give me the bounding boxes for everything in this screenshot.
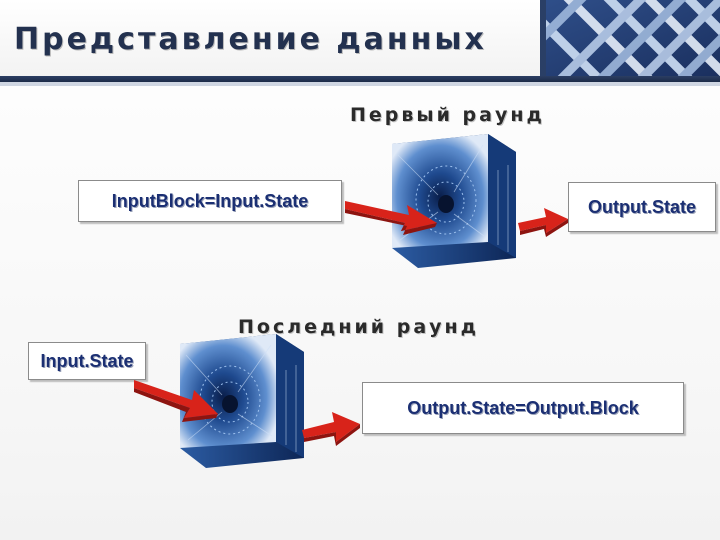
red-arrow-icon [518, 208, 568, 237]
red-arrow-icon [345, 201, 437, 235]
binary-cube-icon [180, 334, 304, 468]
last-round-output-box: Output.State=Output.Block [362, 382, 684, 434]
first-round-output-text: Output.State [588, 196, 696, 217]
first-round-input-text: InputBlock=Input.State [111, 190, 309, 211]
slide-title: Представление данных [14, 22, 487, 57]
slide-header: Представление данных [0, 0, 720, 78]
last-round-output-text: Output.State=Output.Block [407, 397, 639, 418]
first-round-input-box: InputBlock=Input.State [78, 180, 342, 222]
woven-logo-icon [540, 0, 720, 78]
last-round-label: Последний раунд [238, 316, 480, 338]
first-round-label: Первый раунд [350, 104, 545, 126]
last-round-input-text: Input.State [40, 350, 134, 371]
last-round-input-box: Input.State [28, 342, 146, 380]
binary-cube-icon [392, 134, 516, 268]
red-arrow-icon [134, 380, 218, 422]
red-arrow-icon [302, 412, 360, 446]
header-divider [0, 76, 720, 82]
header-divider-light [0, 82, 720, 86]
first-round-output-box: Output.State [568, 182, 716, 232]
